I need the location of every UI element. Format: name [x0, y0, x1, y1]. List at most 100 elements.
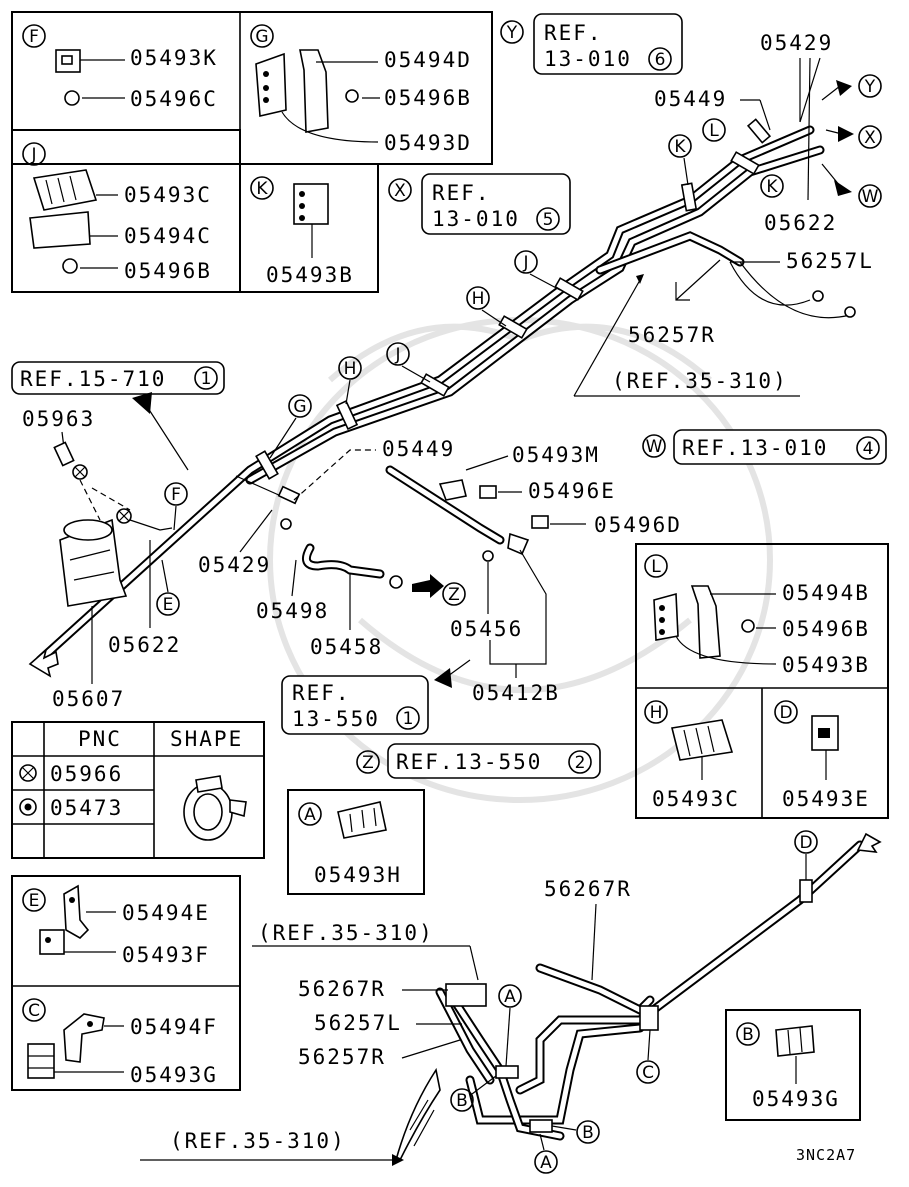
svg-text:K: K — [256, 179, 268, 199]
svg-text:REF.13-010: REF.13-010 — [682, 436, 828, 460]
label-05494d: 05494D — [384, 48, 472, 72]
svg-text:05473: 05473 — [50, 796, 123, 820]
box-e-c: E 05494E 05493F C 05494F 05493G — [11, 875, 241, 1091]
svg-text:REF.15-710: REF.15-710 — [20, 367, 166, 391]
svg-text:C: C — [642, 1063, 654, 1083]
svg-text:X: X — [394, 181, 406, 201]
svg-text:F: F — [29, 27, 39, 47]
label-56267r-b: 56267R — [298, 977, 386, 1001]
label-05493m: 05493M — [512, 443, 600, 467]
ref-x: X REF. 13-010 5 — [388, 173, 571, 235]
label-05493c-h: 05493C — [652, 787, 740, 811]
svg-text:K: K — [766, 177, 778, 197]
label-05498: 05498 — [256, 599, 329, 623]
box-k: K 05493B — [250, 176, 354, 287]
svg-text:H: H — [650, 703, 663, 723]
svg-text:REF.: REF. — [544, 21, 603, 45]
top-right-labels: 05429 05449 05622 L K K Y X W 56257L 562… — [269, 31, 882, 459]
clip-box-group-top — [11, 11, 493, 293]
box-g: G 05494D 05496B 05493D — [250, 24, 472, 155]
svg-text:Y: Y — [506, 23, 518, 43]
svg-text:B: B — [742, 1025, 754, 1045]
label-05458: 05458 — [310, 635, 383, 659]
label-05496c: 05496C — [130, 87, 218, 111]
svg-text:E: E — [29, 891, 40, 911]
svg-text:13-010: 13-010 — [432, 207, 520, 231]
svg-text:Y: Y — [864, 77, 876, 97]
svg-text:13-550: 13-550 — [292, 707, 380, 731]
svg-text:13-010: 13-010 — [544, 47, 632, 71]
pipe-bundle-main — [35, 118, 856, 665]
svg-text:(REF.35-310): (REF.35-310) — [170, 1129, 346, 1153]
svg-text:X: X — [864, 128, 876, 148]
label-05494f: 05494F — [130, 1015, 218, 1039]
label-05622-mid: 05622 — [108, 633, 181, 657]
label-56257r-top: 56257R — [628, 323, 716, 347]
bracket-05494d-shape — [299, 49, 329, 133]
label-05493c-j: 05493C — [124, 183, 212, 207]
svg-text:A: A — [504, 987, 516, 1007]
ref-z: Z REF.13-550 2 — [356, 743, 601, 779]
svg-text:6: 6 — [655, 50, 666, 70]
label-05496b-g: 05496B — [384, 86, 472, 110]
label-05493f: 05493F — [122, 943, 210, 967]
label-05496d: 05496D — [594, 513, 682, 537]
label-05493b-l: 05493B — [782, 653, 870, 677]
svg-text:L: L — [651, 557, 661, 577]
label-05493d: 05493D — [384, 131, 472, 155]
svg-text:2: 2 — [575, 753, 586, 773]
label-05494b: 05494B — [782, 581, 870, 605]
svg-text:REF.: REF. — [292, 681, 351, 705]
legend-table: PNC SHAPE 05966 05473 — [11, 721, 265, 859]
label-05412b: 05412B — [472, 681, 560, 705]
svg-text:J: J — [522, 253, 528, 273]
label-56257r-bot: 56257R — [298, 1045, 386, 1069]
svg-text:D: D — [779, 703, 792, 723]
ref-w: W REF.13-010 4 — [642, 429, 887, 465]
svg-text:W: W — [646, 437, 663, 457]
label-05607: 05607 — [52, 687, 125, 711]
label-05496e: 05496E — [528, 479, 616, 503]
svg-text:G: G — [255, 27, 268, 47]
label-05493e: 05493E — [782, 787, 870, 811]
svg-text:SHAPE: SHAPE — [170, 727, 243, 751]
hose-clamp-shape — [183, 783, 233, 841]
label-05496b-j: 05496B — [124, 259, 212, 283]
svg-text:C: C — [28, 1001, 40, 1021]
svg-text:A: A — [304, 805, 316, 825]
clip-05493c-shape — [32, 169, 98, 211]
label-05493k: 05493K — [130, 46, 218, 70]
label-56257l-bot: 56257L — [314, 1011, 402, 1035]
svg-text:G: G — [293, 397, 306, 417]
box-j: J 05493C 05494C 05496B — [22, 142, 212, 283]
ref-y: Y REF. 13-010 6 — [500, 13, 683, 75]
svg-text:F: F — [171, 485, 181, 505]
svg-text:J: J — [30, 145, 36, 165]
svg-text:J: J — [394, 345, 400, 365]
label-05494e: 05494E — [122, 901, 210, 925]
label-05429-top: 05429 — [760, 31, 833, 55]
middle-hoses: 05429 05449 Z 05498 05458 05493M 05496E … — [198, 437, 682, 705]
label-05493b-k: 05493B — [266, 263, 354, 287]
svg-text:5: 5 — [543, 210, 554, 230]
bracket-05494c-shape — [29, 211, 91, 249]
svg-text:PNC: PNC — [78, 727, 122, 751]
label-05493h: 05493H — [314, 863, 402, 887]
diagram-code: 3NC2A7 — [796, 1146, 856, 1164]
svg-text:(REF.35-310): (REF.35-310) — [612, 369, 788, 393]
junction-block-shape — [445, 983, 487, 1007]
clip-05493d-shape — [255, 52, 287, 117]
label-05449-mid: 05449 — [382, 437, 455, 461]
pipe-bundle-lower — [394, 832, 882, 1161]
label-05622-top: 05622 — [764, 211, 837, 235]
flex-hose-shape — [394, 1067, 441, 1161]
svg-text:REF.: REF. — [432, 181, 491, 205]
lower-labels: D 56267R (REF.35-310) 56267R 56257L 5625… — [140, 830, 856, 1174]
svg-text:1: 1 — [201, 369, 212, 389]
ref-550-1: REF. 13-550 1 — [281, 675, 429, 735]
label-05493g-b: 05493G — [752, 1087, 840, 1111]
svg-text:REF.13-550: REF.13-550 — [396, 750, 542, 774]
svg-text:Z: Z — [362, 753, 374, 773]
label-05494c: 05494C — [124, 224, 212, 248]
